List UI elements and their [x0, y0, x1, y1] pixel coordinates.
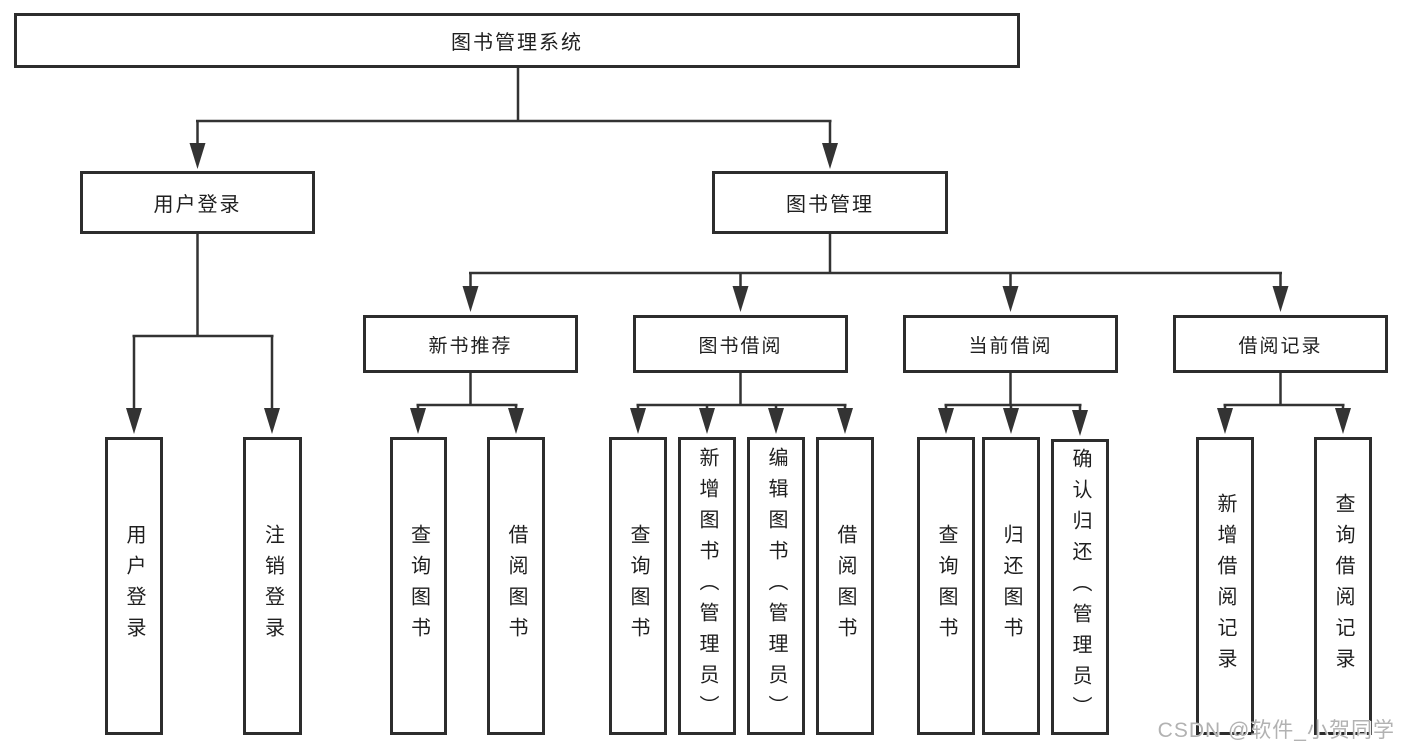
leaf-label: 新增借阅记录: [1214, 493, 1236, 679]
leaf-label: 用户登录: [123, 524, 145, 648]
leaf-label: 查询借阅记录: [1332, 493, 1354, 679]
leaf-newbook-borrow-books: 借阅图书: [487, 437, 545, 735]
leaf-borrowing-edit-books-admin: 编辑图书（管理员）: [747, 437, 805, 735]
leaf-records-add-borrow-record: 新增借阅记录: [1196, 437, 1254, 735]
leaf-label: 确认归还（管理员）: [1069, 447, 1091, 727]
leaf-label: 借阅图书: [505, 524, 527, 648]
csdn-watermark: CSDN @软件_小贺同学: [1157, 719, 1395, 742]
leaf-current-return-books: 归还图书: [982, 437, 1040, 735]
leaf-label: 查询图书: [627, 524, 649, 648]
node-user-login: 用户登录: [80, 171, 315, 234]
leaf-label: 归还图书: [1000, 524, 1022, 648]
node-borrowing-records: 借阅记录: [1173, 315, 1388, 373]
node-new-book-recommend: 新书推荐: [363, 315, 578, 373]
node-root: 图书管理系统: [14, 13, 1020, 68]
leaf-label: 注销登录: [261, 524, 284, 648]
leaf-label: 编辑图书（管理员）: [765, 446, 787, 726]
leaf-borrowing-add-books-admin: 新增图书（管理员）: [678, 437, 736, 735]
leaf-label: 查询图书: [407, 524, 430, 648]
leaf-label: 借阅图书: [834, 524, 856, 648]
leaf-logout: 注销登录: [243, 437, 302, 735]
node-current-borrowing: 当前借阅: [903, 315, 1118, 373]
leaf-label: 查询图书: [935, 524, 957, 648]
leaf-current-query-books: 查询图书: [917, 437, 975, 735]
leaf-borrowing-borrow-books: 借阅图书: [816, 437, 874, 735]
node-book-borrowing: 图书借阅: [633, 315, 848, 373]
leaf-newbook-query-books: 查询图书: [390, 437, 447, 735]
leaf-borrowing-query-books: 查询图书: [609, 437, 667, 735]
node-book-management: 图书管理: [712, 171, 948, 234]
leaf-label: 新增图书（管理员）: [696, 446, 718, 726]
leaf-current-confirm-return-admin: 确认归还（管理员）: [1051, 439, 1109, 735]
leaf-records-query-borrow-record: 查询借阅记录: [1314, 437, 1372, 735]
leaf-user-login: 用户登录: [105, 437, 163, 735]
